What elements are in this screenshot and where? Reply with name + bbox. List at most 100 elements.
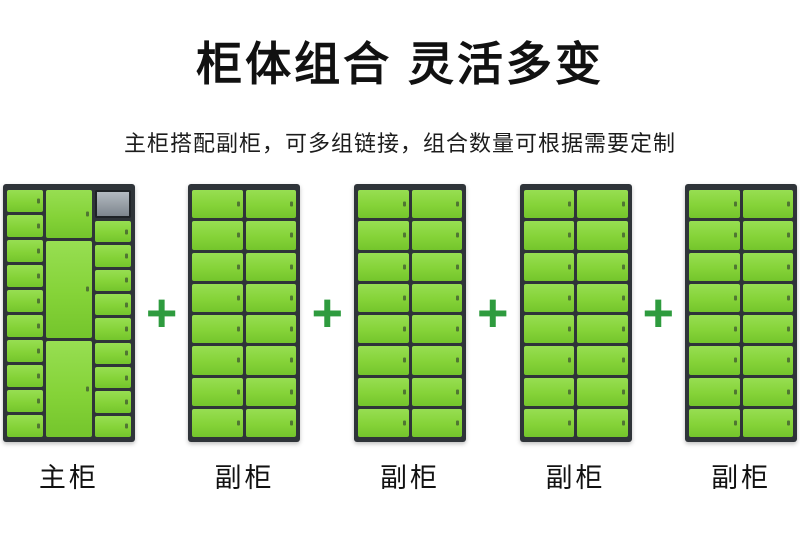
locker-door bbox=[689, 283, 740, 312]
main-center-column bbox=[45, 190, 93, 438]
aux-right-column bbox=[742, 190, 794, 437]
aux-cabinet-image bbox=[519, 184, 632, 442]
locker-door bbox=[689, 346, 740, 375]
locker-door bbox=[358, 315, 409, 344]
aux-right-column bbox=[577, 190, 628, 437]
main-cabinet-image bbox=[2, 184, 135, 442]
locker-door bbox=[523, 221, 575, 250]
main-right-column bbox=[95, 190, 131, 437]
main-left-column bbox=[6, 190, 43, 437]
cabinet-aux-2: 副柜 bbox=[354, 184, 466, 495]
locker-door bbox=[577, 346, 628, 375]
locker-door bbox=[95, 342, 131, 364]
locker-door bbox=[245, 377, 297, 406]
locker-door bbox=[523, 408, 575, 437]
locker-door bbox=[742, 190, 794, 219]
locker-door bbox=[95, 366, 131, 389]
locker-door bbox=[192, 315, 243, 344]
locker-door bbox=[523, 252, 575, 281]
locker-door bbox=[577, 190, 628, 219]
aux-cabinet-image bbox=[354, 184, 466, 442]
locker-door bbox=[742, 252, 794, 281]
locker-door bbox=[6, 290, 43, 312]
plus-icon: + bbox=[145, 283, 178, 343]
locker-door bbox=[523, 315, 575, 344]
cabinet-row: 主柜 + 副柜 + 副柜 + 副柜 bbox=[0, 184, 800, 495]
aux-left-column bbox=[192, 190, 243, 437]
locker-door bbox=[245, 252, 297, 281]
locker-door bbox=[192, 190, 243, 219]
locker-door bbox=[6, 390, 43, 412]
locker-door bbox=[742, 283, 794, 312]
locker-door bbox=[523, 190, 575, 219]
locker-door bbox=[577, 252, 628, 281]
aux-cabinet-image bbox=[685, 184, 798, 442]
locker-door bbox=[95, 269, 131, 291]
locker-door bbox=[45, 190, 93, 239]
locker-door bbox=[689, 315, 740, 344]
locker-door bbox=[358, 408, 409, 437]
locker-door bbox=[689, 221, 740, 250]
locker-door bbox=[95, 318, 131, 340]
locker-door bbox=[577, 315, 628, 344]
locker-door bbox=[742, 315, 794, 344]
screen-panel bbox=[95, 190, 131, 218]
cabinet-label: 副柜 bbox=[545, 463, 606, 493]
locker-door bbox=[6, 415, 43, 437]
aux-left-column bbox=[689, 190, 740, 437]
locker-door bbox=[6, 315, 43, 337]
locker-door bbox=[523, 346, 575, 375]
locker-door bbox=[411, 252, 462, 281]
locker-door bbox=[95, 293, 131, 316]
locker-door bbox=[245, 190, 297, 219]
locker-door bbox=[245, 221, 297, 250]
main-right-doors bbox=[95, 221, 131, 437]
page-subtitle: 主柜搭配副柜，可多组链接，组合数量可根据需要定制 bbox=[123, 131, 676, 156]
plus-icon: + bbox=[642, 283, 675, 343]
locker-door bbox=[411, 377, 462, 406]
page-title: 柜体组合 灵活多变 bbox=[196, 38, 604, 90]
aux-right-column bbox=[411, 190, 462, 437]
locker-door bbox=[358, 283, 409, 312]
locker-door bbox=[742, 408, 794, 437]
locker-door bbox=[689, 190, 740, 219]
aux-left-column bbox=[523, 190, 575, 437]
locker-door bbox=[742, 221, 794, 250]
aux-left-column bbox=[358, 190, 409, 437]
cabinet-aux-3: 副柜 bbox=[519, 184, 632, 495]
locker-door bbox=[358, 346, 409, 375]
locker-door bbox=[523, 283, 575, 312]
cabinet-label: 主柜 bbox=[38, 463, 99, 493]
locker-door bbox=[45, 241, 93, 338]
locker-door bbox=[6, 190, 43, 212]
locker-door bbox=[411, 283, 462, 312]
locker-door bbox=[411, 315, 462, 344]
locker-door bbox=[192, 252, 243, 281]
aux-cabinet-image bbox=[188, 184, 301, 442]
locker-door bbox=[577, 283, 628, 312]
locker-door bbox=[45, 340, 93, 438]
locker-door bbox=[192, 346, 243, 375]
cabinet-aux-4: 副柜 bbox=[685, 184, 798, 495]
locker-door bbox=[6, 365, 43, 387]
locker-door bbox=[742, 377, 794, 406]
cabinet-aux-1: 副柜 bbox=[188, 184, 301, 495]
locker-door bbox=[192, 283, 243, 312]
cabinet-label: 副柜 bbox=[380, 463, 440, 493]
locker-door bbox=[689, 252, 740, 281]
locker-door bbox=[577, 377, 628, 406]
locker-door bbox=[523, 377, 575, 406]
locker-door bbox=[245, 283, 297, 312]
cabinet-label: 副柜 bbox=[214, 463, 275, 493]
locker-door bbox=[742, 346, 794, 375]
locker-door bbox=[192, 221, 243, 250]
locker-door bbox=[689, 408, 740, 437]
locker-door bbox=[95, 415, 131, 437]
locker-door bbox=[411, 190, 462, 219]
locker-door bbox=[358, 190, 409, 219]
cabinet-main: 主柜 bbox=[2, 184, 135, 495]
locker-door bbox=[245, 315, 297, 344]
locker-door bbox=[6, 215, 43, 237]
aux-right-column bbox=[245, 190, 297, 437]
locker-door bbox=[95, 245, 131, 267]
